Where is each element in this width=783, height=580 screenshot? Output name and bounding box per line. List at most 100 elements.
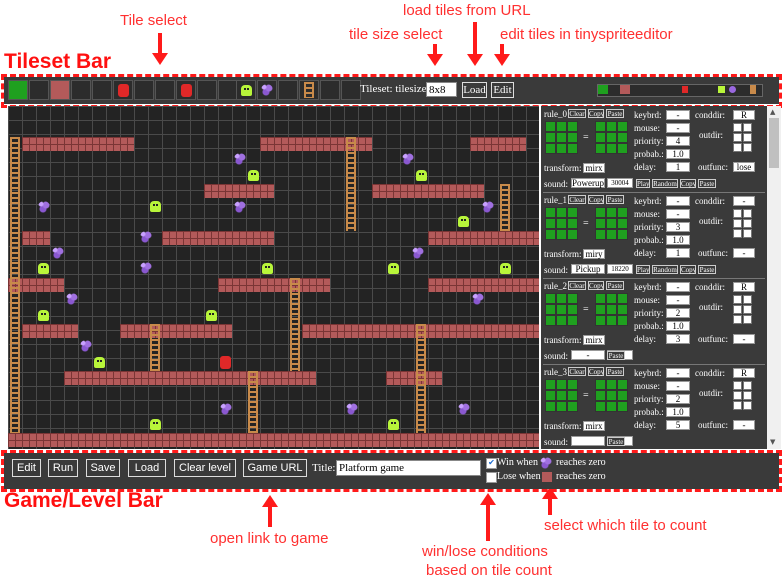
rule-pattern-cell[interactable] [595, 304, 606, 315]
sound-play-button[interactable]: Play [636, 265, 650, 274]
rule-clear-button[interactable]: Clear [568, 195, 586, 204]
rule-pattern-cell[interactable] [595, 315, 606, 326]
rule-outdir-cell[interactable] [743, 305, 752, 314]
rule-mouse-field[interactable]: - [666, 381, 690, 391]
rule-pattern-cell[interactable] [556, 390, 567, 401]
tile-grass[interactable] [8, 80, 28, 100]
rule-mouse-field[interactable]: - [666, 123, 690, 133]
rule-copy-button[interactable]: Copy [588, 109, 605, 118]
rule-pattern-cell[interactable] [595, 143, 606, 154]
rule-pattern-cell[interactable] [606, 143, 617, 154]
rule-pattern-cell[interactable] [617, 207, 628, 218]
rule-pattern-cell[interactable] [545, 304, 556, 315]
rule-keybrd-field[interactable]: - [666, 110, 690, 120]
rule-sound-select[interactable] [571, 436, 605, 446]
rule-pattern-cell[interactable] [606, 304, 617, 315]
rule-outdir-cell[interactable] [743, 391, 752, 400]
rule-pattern-cell[interactable] [556, 121, 567, 132]
tile-empty[interactable] [320, 80, 340, 100]
rule-pattern-cell[interactable] [617, 293, 628, 304]
rule-pattern-cell[interactable] [606, 401, 617, 412]
sound-paste-button[interactable]: Paste [607, 351, 625, 360]
tile-empty[interactable] [29, 80, 49, 100]
rule-paste-button[interactable]: Paste [606, 367, 624, 376]
rule-outdir-cell[interactable] [743, 229, 752, 238]
rule-sound-code[interactable]: 18220 [607, 264, 633, 274]
rule-pattern-cell[interactable] [617, 229, 628, 240]
rule-pattern-cell[interactable] [545, 401, 556, 412]
rule-pattern-cell[interactable] [545, 218, 556, 229]
win-checkbox[interactable]: ✔ [486, 458, 497, 469]
rule-outdir-cell[interactable] [743, 133, 752, 142]
lose-tile-select[interactable] [542, 472, 552, 482]
rule-sound-select[interactable]: - [571, 350, 605, 360]
rule-pattern-cell[interactable] [606, 379, 617, 390]
rule-outdir-cell[interactable] [743, 401, 752, 410]
clear-level-button[interactable]: Clear level [174, 459, 236, 477]
rule-pattern-cell[interactable] [545, 207, 556, 218]
rule-outdir-cell[interactable] [743, 295, 752, 304]
rule-priority-field[interactable]: 2 [666, 308, 690, 318]
rule-outdir-cell[interactable] [733, 295, 742, 304]
rule-pattern-cell[interactable] [556, 132, 567, 143]
tile-brick[interactable] [50, 80, 70, 100]
tile-grape[interactable] [257, 80, 277, 100]
rule-copy-button[interactable]: Copy [588, 281, 605, 290]
rule-pattern-cell[interactable] [567, 218, 578, 229]
tilesize-select[interactable]: 8x8 [426, 82, 457, 97]
rule-probab-field[interactable]: 1.0 [666, 235, 690, 245]
save-button[interactable]: Save [86, 459, 120, 477]
rule-keybrd-field[interactable]: - [666, 368, 690, 378]
rule-mouse-field[interactable]: - [666, 209, 690, 219]
win-tile-select[interactable] [540, 457, 552, 469]
rule-outdir-cell[interactable] [743, 143, 752, 152]
rule-pattern-cell[interactable] [617, 315, 628, 326]
rule-clear-button[interactable]: Clear [568, 367, 586, 376]
rule-pattern-cell[interactable] [606, 229, 617, 240]
rule-outdir-cell[interactable] [743, 315, 752, 324]
rule-pattern-cell[interactable] [545, 121, 556, 132]
tile-empty[interactable] [134, 80, 154, 100]
edit-tiles-button[interactable]: Edit [491, 82, 514, 98]
rule-conddir-field[interactable]: R [733, 110, 755, 120]
rule-copy-button[interactable]: Copy [588, 195, 605, 204]
rule-pattern-cell[interactable] [595, 132, 606, 143]
rule-outdir-cell[interactable] [743, 209, 752, 218]
rule-pattern-cell[interactable] [595, 293, 606, 304]
sound-copy-button[interactable]: Copy [680, 179, 697, 188]
rule-delay-field[interactable]: 1 [666, 248, 690, 258]
rule-pattern-cell[interactable] [617, 143, 628, 154]
rule-clear-button[interactable]: Clear [568, 109, 586, 118]
rule-pattern-cell[interactable] [606, 315, 617, 326]
rule-outdir-cell[interactable] [733, 219, 742, 228]
rule-pattern-cell[interactable] [617, 218, 628, 229]
rule-pattern-cell[interactable] [545, 143, 556, 154]
rule-outdir-cell[interactable] [733, 209, 742, 218]
tile-empty[interactable] [197, 80, 217, 100]
rule-pattern-cell[interactable] [567, 390, 578, 401]
rule-outfunc-field[interactable]: - [733, 334, 755, 344]
scroll-up-icon[interactable]: ▲ [770, 108, 776, 116]
rule-pattern-cell[interactable] [556, 207, 567, 218]
rule-copy-button[interactable]: Copy [588, 367, 605, 376]
rule-outdir-cell[interactable] [733, 123, 742, 132]
rule-keybrd-field[interactable]: - [666, 282, 690, 292]
title-input[interactable]: Platform game [336, 460, 481, 476]
rule-pattern-cell[interactable] [606, 121, 617, 132]
rule-pattern-cell[interactable] [567, 401, 578, 412]
tile-empty[interactable] [218, 80, 238, 100]
rule-paste-button[interactable]: Paste [606, 281, 624, 290]
rule-pattern-cell[interactable] [595, 401, 606, 412]
tile-hero[interactable] [113, 80, 133, 100]
rule-pattern-cell[interactable] [595, 207, 606, 218]
scroll-down-icon[interactable]: ▼ [770, 438, 776, 446]
rule-pattern-cell[interactable] [545, 229, 556, 240]
rule-pattern-cell[interactable] [567, 132, 578, 143]
rule-outdir-cell[interactable] [743, 219, 752, 228]
rule-pattern-cell[interactable] [595, 229, 606, 240]
rule-conddir-field[interactable]: - [733, 196, 755, 206]
rule-pattern-cell[interactable] [556, 218, 567, 229]
rule-pattern-cell[interactable] [595, 121, 606, 132]
tile-slime[interactable] [236, 80, 256, 100]
sound-copy-button[interactable]: Copy [680, 265, 697, 274]
